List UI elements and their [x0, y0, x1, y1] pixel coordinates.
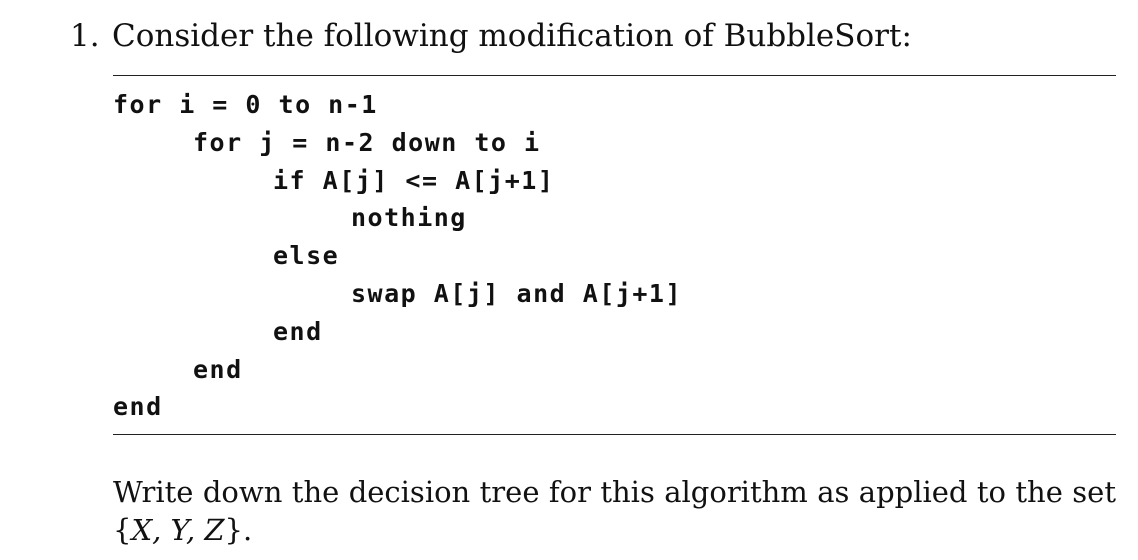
- code-line: for i = 0 to n-1: [113, 90, 378, 119]
- code-line: for j = n-2 down to i: [193, 127, 541, 157]
- sentence-period: .: [242, 513, 253, 547]
- top-rule-divider: [113, 75, 1116, 76]
- problem-heading: 1. Consider the following modification of…: [70, 14, 912, 58]
- set-elements: X, Y, Z: [131, 513, 225, 547]
- bottom-rule-divider: [113, 434, 1116, 435]
- code-line: nothing: [351, 203, 467, 233]
- code-line: end: [273, 316, 323, 346]
- set-open-brace: {: [113, 513, 132, 547]
- code-line: swap A[j] and A[j+1]: [351, 278, 683, 308]
- instruction-text: Write down the decision tree for this al…: [113, 475, 1116, 509]
- code-line: if A[j] <= A[j+1]: [273, 165, 555, 195]
- code-line: end: [193, 354, 243, 384]
- problem-number: 1.: [70, 18, 100, 54]
- instruction-set-notation: {X, Y, Z}.: [113, 510, 252, 550]
- set-close-brace: }: [224, 513, 243, 547]
- pseudocode-block: for i = 0 to n-1 for j = n-2 down to i i…: [113, 86, 682, 426]
- problem-prompt: Consider the following modification of B…: [112, 18, 912, 54]
- code-line: else: [273, 241, 340, 271]
- code-line: end: [113, 392, 163, 422]
